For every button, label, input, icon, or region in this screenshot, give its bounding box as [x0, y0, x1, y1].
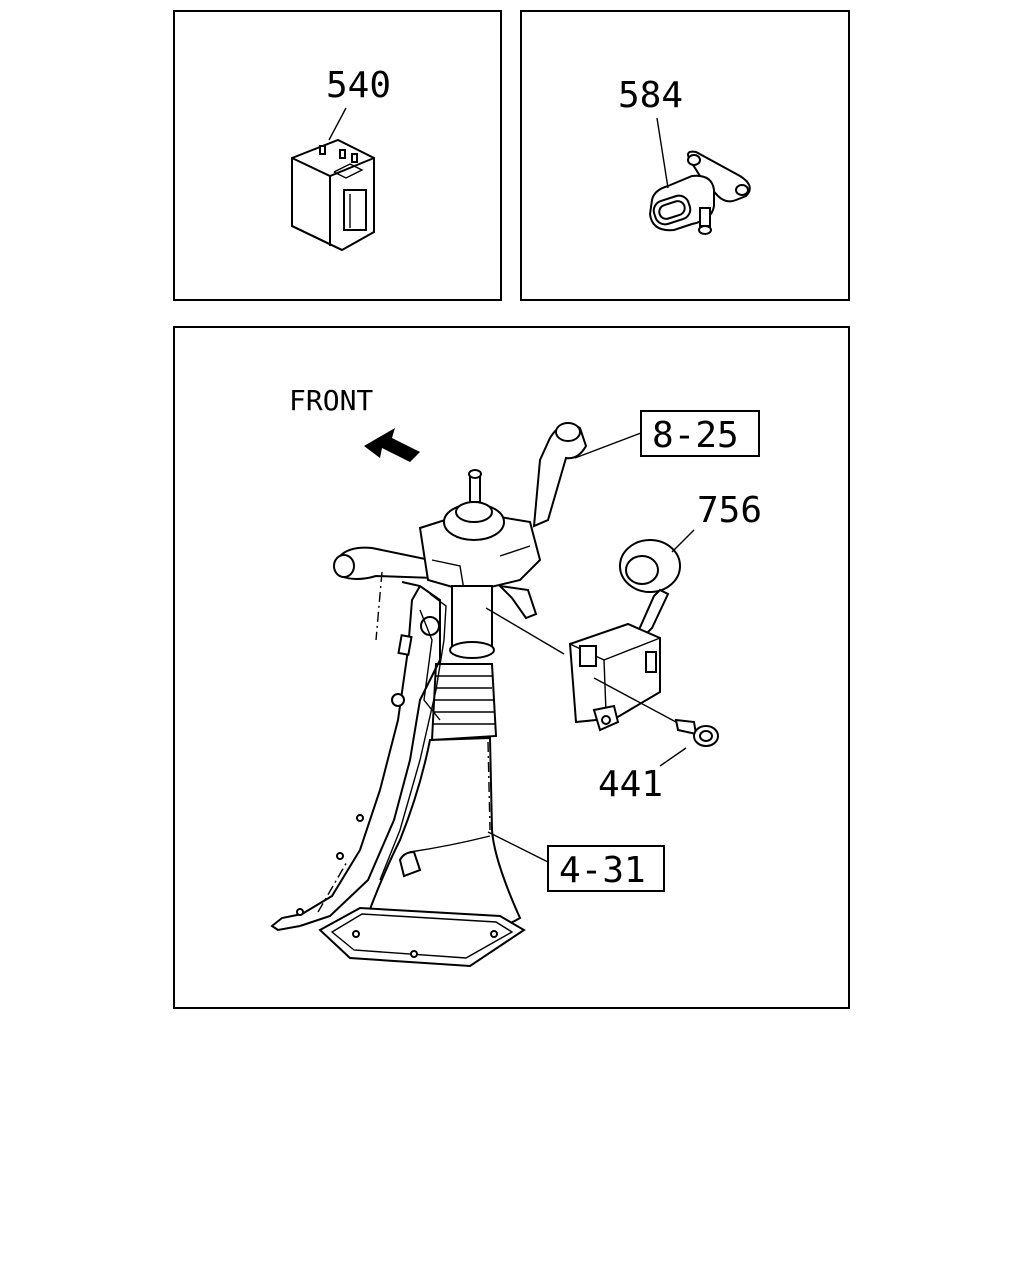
label-ref-4-31: 4-31	[559, 850, 646, 891]
column-shaft	[430, 585, 498, 742]
label-756: 756	[697, 490, 762, 531]
left-lever	[333, 546, 436, 580]
combination-switch-lever	[532, 422, 588, 528]
leader-540	[328, 107, 347, 141]
switch-housing	[418, 469, 542, 620]
sensor-584-drawing	[648, 117, 751, 235]
label-ref-8-25: 8-25	[652, 415, 739, 456]
immobilizer-ring-756	[619, 539, 681, 636]
panel-sensor-584	[520, 10, 850, 301]
base-flange	[318, 906, 526, 968]
column-bracket	[270, 581, 447, 932]
relay-540-drawing	[291, 107, 375, 252]
leader-584	[656, 117, 669, 189]
bolt-441	[674, 718, 719, 747]
ref-box-4-31	[547, 845, 665, 892]
label-584: 584	[618, 75, 683, 116]
immobilizer-module	[568, 622, 661, 732]
front-arrow-icon	[364, 428, 420, 462]
label-540: 540	[326, 65, 391, 106]
ref-box-8-25	[640, 410, 760, 457]
label-front: FRONT	[289, 384, 373, 417]
label-441: 441	[598, 764, 663, 805]
